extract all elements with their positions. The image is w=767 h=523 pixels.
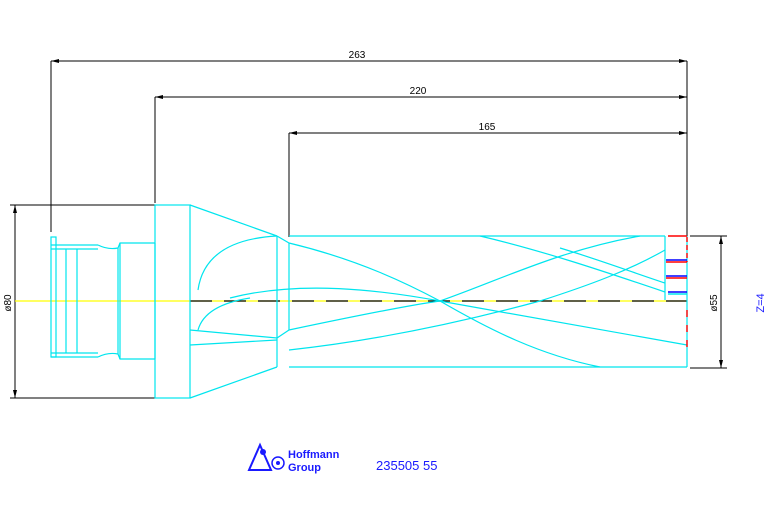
dim-body-length: 220 [410, 86, 427, 97]
dim-shank-diameter: ø80 [3, 294, 14, 312]
dimension-arrows [13, 59, 723, 398]
dim-cutting-diameter: ø55 [709, 294, 720, 312]
logo-line1: Hoffmann [288, 449, 340, 461]
tool-outline [50, 204, 688, 399]
dim-overall-length: 263 [349, 50, 366, 61]
teeth-count-label: Z=4 [755, 293, 767, 312]
logo-triangle-icon [247, 442, 273, 471]
hoffmann-group-logo: Hoffmann Group [247, 442, 340, 474]
article-number: 235505 55 [376, 458, 437, 473]
dimension-lines [10, 60, 727, 399]
logo-line2: Group [288, 462, 321, 474]
dim-flute-length: 165 [479, 122, 496, 133]
cutting-inserts [666, 235, 688, 352]
